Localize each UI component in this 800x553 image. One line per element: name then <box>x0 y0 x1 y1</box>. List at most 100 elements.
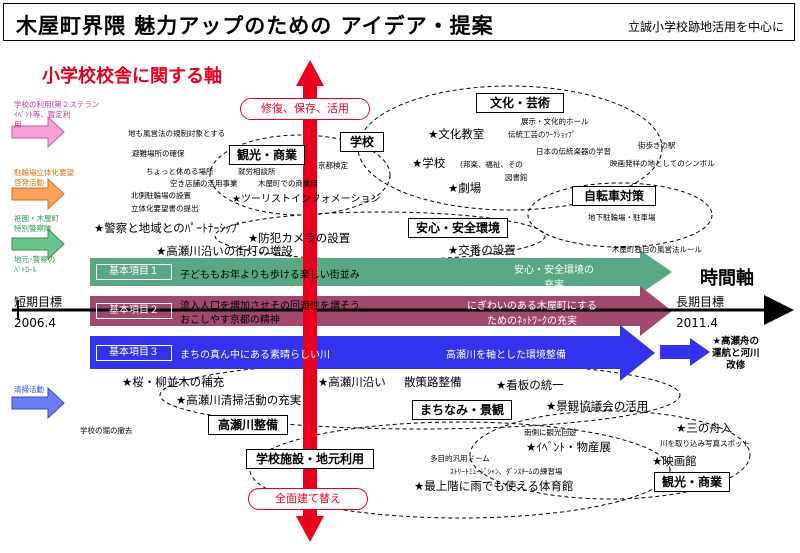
left-label-school-use-line1: 学校の利用(第２ステラン <box>14 100 100 109</box>
item-walk-path: 散策路整備 <box>404 375 462 389</box>
left-arrow-school-use <box>11 115 65 149</box>
band2-right-line2: ためのﾈｯﾄﾜｰｸの充実 <box>487 316 577 327</box>
item-koban: ★交番の設置 <box>448 243 516 257</box>
short-goal-label: 短期目標 <box>14 295 63 309</box>
item-kiyamachi: 木屋町での商業用 <box>258 179 318 188</box>
left-label-school-use: 学校の利用(第２ステラン ｲﾍﾞﾝﾄ等、暫定利 用 <box>14 100 99 130</box>
item-traditional-instruments: 日本の伝統楽器の学習 <box>536 147 611 156</box>
school-facility-cluster-ellipse <box>249 421 671 519</box>
extra-river-boats-line1: ★高瀬舟の <box>712 336 760 347</box>
left-arrow-police <box>11 227 65 261</box>
long-goal-label: 長期目標 <box>676 295 725 309</box>
left-label-patrol-line1: 地元･警察の <box>14 255 56 264</box>
item-landscape-rule: 地も風営法の規制対象とする <box>128 129 226 138</box>
box-townscape: まちなみ・景観 <box>412 400 512 420</box>
page-subtitle: 立誠小学校跡地活用を中心に <box>627 20 784 34</box>
left-label-bike-line2: 啓発活動 <box>14 178 44 187</box>
item-street-music: ｽﾄﾘｰﾄﾐｭｰｼﾞｼｬﾝ、ﾀﾞﾝｽﾁｰﾑの練習場 <box>450 467 563 476</box>
item-south-tourist: 南側に観光回遊 <box>524 428 577 437</box>
bottom-pill: 全面建て替え <box>248 488 368 510</box>
vertical-axis-arrow <box>296 60 324 542</box>
left-label-bike: 駐輪場立体化要望 啓発活動 <box>14 168 74 188</box>
left-label-police-line1: 祇園・木屋町 <box>14 214 59 223</box>
item-dome: 多目的汎用ドーム <box>430 454 490 463</box>
band3-text: まちの真ん中にある素晴らしい川 <box>180 350 330 361</box>
item-cinema: ★映画館 <box>652 454 697 468</box>
item-signboard: ★看板の統一 <box>496 378 564 392</box>
item-library: 図書館 <box>505 173 528 182</box>
item-movie-symbol: 映画発祥の地としてのシンボル <box>610 159 715 168</box>
item-walk-station: 街歩きの駅 <box>638 141 676 150</box>
item-vacant: 空き店舗の活用事業 <box>170 179 238 188</box>
item-camera: ★防犯カメラの設置 <box>248 231 351 245</box>
item-shelter: 避難場所の確保 <box>132 149 185 158</box>
left-arrow-bike-request <box>11 177 65 211</box>
item-river-photo: 川を取り込み写真スポット <box>660 439 750 448</box>
band3-right: 高瀬川を軸とした環境整備 <box>446 350 566 361</box>
top-pill: 修復、保存、活用 <box>240 98 370 120</box>
left-label-police: 祇園・木屋町 特別警察隊 <box>14 214 59 234</box>
band1-label: 基本項目１ <box>96 264 172 280</box>
page-title: 木屋町界隈 魅力アップのための アイデア・提案 <box>16 14 494 38</box>
item-underground-bike: 地下駐輪場・駐車場 <box>588 213 656 222</box>
item-traditional-workshop: 伝統工芸のﾜｰｸｼｮｯﾌﾟ <box>508 130 576 139</box>
band2-right: にぎわいのある木屋町にする ためのﾈｯﾄﾜｰｸの充実 <box>432 297 632 327</box>
item-riverside: ★高瀬川沿い <box>318 375 386 389</box>
box-tourism-bottom: 観光・商業 <box>654 472 730 492</box>
item-sannofune: ★三の舟入 <box>676 421 733 435</box>
left-label-bike-line1: 駐輪場立体化要望 <box>14 168 74 177</box>
band2-right-line1: にぎわいのある木屋町にする <box>466 301 598 312</box>
band2-label: 基本項目２ <box>96 303 172 319</box>
item-police-partner: ★警察と地域とのﾊﾟｰﾄﾅｰｼｯﾌﾟ <box>94 221 243 235</box>
vertical-axis-title: 小学校校舎に関する軸 <box>42 66 222 87</box>
item-kyoto-exam: 京都検定 <box>318 161 348 170</box>
long-year-label: 2011.4 <box>676 316 718 330</box>
box-school-facilities: 学校施設・地元利用 <box>246 449 374 469</box>
box-river: 高瀬川整備 <box>208 415 288 435</box>
left-label-school-use-line2: ｲﾍﾞﾝﾄ等、暫定利 <box>14 110 71 119</box>
band1-right-line2: 充実 <box>544 280 564 291</box>
left-arrow-cleaning <box>11 386 65 420</box>
item-cleaning: ★高瀬川清掃活動の充実 <box>176 393 302 407</box>
item-event-products: ★ｲﾍﾞﾝﾄ・物産展 <box>526 440 612 454</box>
left-label-police-line2: 特別警察隊 <box>14 224 52 233</box>
extra-river-boats: ★高瀬舟の 運航と河川 改修 <box>712 336 760 372</box>
extra-river-boats-line2: 運航と河川 <box>712 348 760 359</box>
box-bicycle: 自転車対策 <box>572 186 656 206</box>
item-job: 就労相談所 <box>238 167 276 176</box>
left-label-patrol: 地元･警察の ﾊﾟﾄﾛｰﾙ <box>14 255 55 275</box>
item-culture-class: ★文化教室 <box>428 127 485 141</box>
box-tourism-top: 観光・商業 <box>229 145 305 165</box>
band2-text2: おこしやす京都の精神 <box>180 315 280 326</box>
item-tourist-info: ★ツーリストインフォメーション <box>232 194 381 205</box>
box-school: 学校 <box>340 132 384 152</box>
item-rest: ちょっと休める場所 <box>146 167 214 176</box>
left-label-school-use-line3: 用 <box>14 120 22 129</box>
tourism-bottom-cluster-ellipse <box>469 410 751 500</box>
item-school: ★学校 <box>412 156 446 170</box>
band3-arrow <box>90 325 655 381</box>
band3-label: 基本項目３ <box>96 345 172 361</box>
band1-right-line1: 安心・安全環境の <box>514 265 594 276</box>
time-axis-label: 時間軸 <box>700 268 754 289</box>
left-arrows <box>11 115 65 420</box>
item-exhibition-hall: 展示・文化的ホール <box>521 117 589 126</box>
box-safety: 安心・安全環境 <box>408 218 508 238</box>
short-year-label: 2006.4 <box>14 316 56 330</box>
left-label-patrol-line2: ﾊﾟﾄﾛｰﾙ <box>14 265 37 274</box>
item-moat: 学校の堀の撤去 <box>80 426 133 435</box>
item-north-bike: 北側駐輪場の設置 <box>131 191 191 200</box>
item-kiyamachi-rule: 木屋町独自の風営法ルール <box>612 245 702 254</box>
item-willow: ★桜・柳並木の補充 <box>122 375 225 389</box>
title-box: 木屋町界隈 魅力アップのための アイデア・提案 立誠小学校跡地活用を中心に <box>3 3 795 41</box>
extra-blue-arrow <box>660 338 710 366</box>
item-streetlight: ★高瀬川沿いの街灯の増設 <box>156 244 293 258</box>
item-rooftop: ★最上階に雨でも使える体育館 <box>414 479 574 493</box>
item-landscape-council: ★景観協議会の活用 <box>546 399 649 413</box>
band1-arrow <box>90 250 672 294</box>
band2-text1: 流入人口を増加させその回遊性を増そう <box>180 301 360 312</box>
item-bike-request: 立体化要望書の提出 <box>131 204 199 213</box>
bicycle-cluster-ellipse <box>527 182 713 248</box>
band1-right: 安心・安全環境の 充実 <box>484 261 624 291</box>
